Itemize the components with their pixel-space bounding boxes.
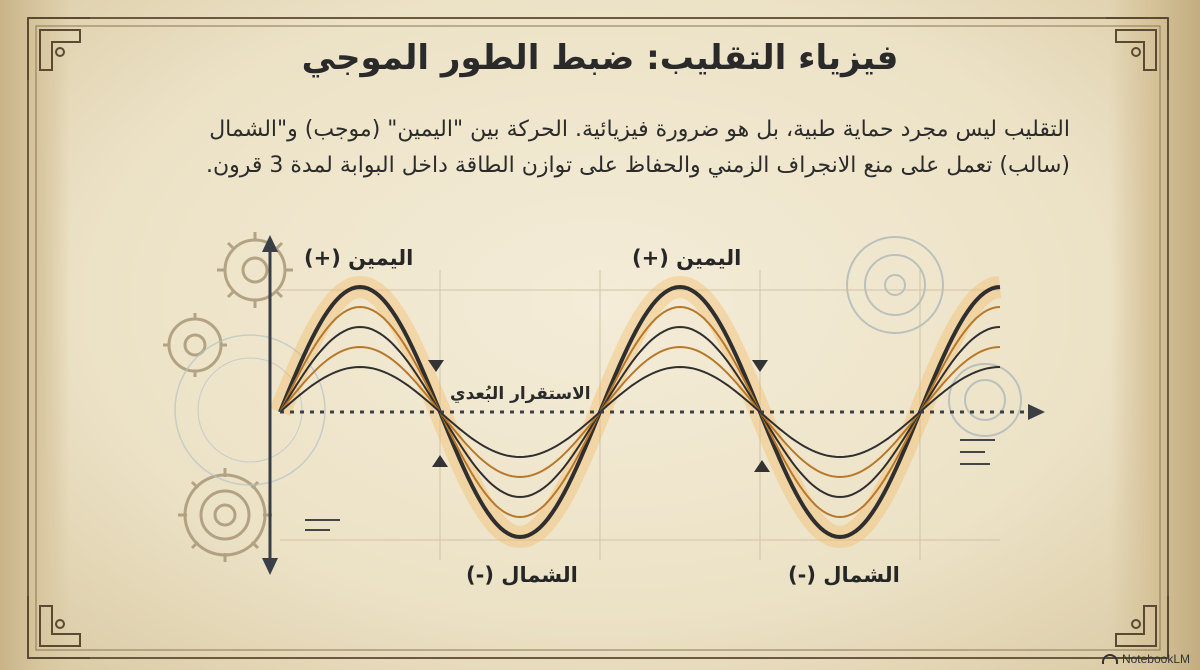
gear-icon xyxy=(948,363,1022,437)
label-trough-left-negative: الشمال (-) xyxy=(466,563,578,587)
corner-ornament-tr xyxy=(1106,17,1169,80)
arrow-icon xyxy=(754,460,770,472)
arrow-icon xyxy=(262,235,278,252)
description-line: (سالب) تعمل على منع الانجراف الزمني والح… xyxy=(205,153,1070,178)
gear-icon xyxy=(846,236,944,334)
blueprint-circle xyxy=(174,334,326,486)
frame-border xyxy=(27,17,1169,659)
corner-ornament-tl xyxy=(27,17,90,80)
description: التقليب ليس مجرد حماية طبية، بل هو ضرورة… xyxy=(120,112,1070,184)
description-line: التقليب ليس مجرد حماية طبية، بل هو ضرورة… xyxy=(209,117,1070,142)
watermark-text: NotebookLM xyxy=(1121,652,1190,666)
wave-line xyxy=(279,345,1001,479)
arrow-icon xyxy=(428,360,444,372)
wave-line xyxy=(279,305,1001,519)
arrow-icon xyxy=(262,558,278,575)
torn-paper-left xyxy=(0,0,70,670)
torn-paper-right xyxy=(1110,0,1200,670)
notebooklm-icon xyxy=(1101,654,1118,664)
direction-arrows xyxy=(428,360,770,472)
label-trough-left-negative: الشمال (-) xyxy=(788,563,900,587)
frame-border-inner xyxy=(35,25,1161,651)
page-title: فيزياء التقليب: ضبط الطور الموجي xyxy=(301,38,899,78)
blueprint-circle xyxy=(197,357,303,463)
arrow-icon xyxy=(1028,404,1045,420)
blueprint-ticks xyxy=(305,439,995,531)
arrow-icon xyxy=(752,360,768,372)
corner-ornament-br xyxy=(1106,596,1169,659)
label-peak-right-positive: اليمين (+) xyxy=(632,246,742,270)
corner-ornament-bl xyxy=(27,596,90,659)
label-dimensional-stability: الاستقرار البُعدي xyxy=(450,384,591,404)
arrow-icon xyxy=(432,455,448,467)
label-peak-right-positive: اليمين (+) xyxy=(304,246,414,270)
watermark: NotebookLM xyxy=(1101,652,1190,666)
gear-icon xyxy=(163,313,227,377)
wave-line xyxy=(279,325,1001,499)
wave-line xyxy=(279,365,1001,459)
wave-line xyxy=(278,284,1001,540)
wave-group xyxy=(278,284,1001,540)
gear-icon xyxy=(178,468,272,562)
gear-icon xyxy=(217,232,293,308)
